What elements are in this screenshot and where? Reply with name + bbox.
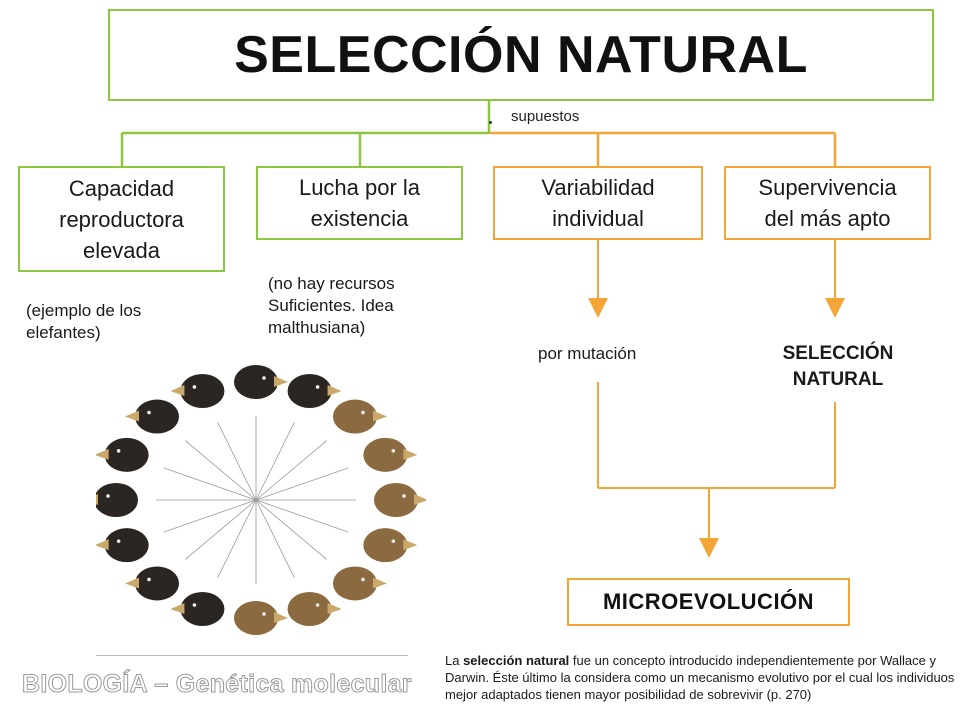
finch-bird	[125, 566, 180, 601]
caption-bold: selección natural	[463, 653, 570, 668]
concept-label: Capacidad reproductora elevada	[59, 175, 184, 263]
radial-line	[163, 467, 257, 501]
concept-capacidad-reproductora: Capacidad reproductora elevada	[18, 166, 225, 272]
branch-dot	[489, 121, 492, 124]
note-seleccion-natural: SELECCIÓN NATURAL	[782, 343, 894, 390]
finch-bird	[170, 592, 225, 627]
finch-bird	[287, 373, 342, 408]
radial-line	[217, 499, 257, 578]
radial-line	[255, 499, 327, 560]
radial-line	[255, 440, 327, 501]
radial-line	[255, 499, 349, 533]
finch-bird	[363, 528, 418, 563]
radial-line	[185, 440, 257, 501]
finch-bird	[96, 437, 149, 472]
concept-label: Supervivencia del más apto	[758, 175, 897, 231]
concept-variabilidad-individual: Variabilidad individual	[493, 166, 703, 240]
finch-bird	[234, 601, 288, 635]
result-microevolucion: MICROEVOLUCIÓN	[567, 578, 850, 626]
finch-birds	[96, 365, 426, 635]
finch-bird	[332, 399, 387, 434]
title-box: SELECCIÓN NATURAL	[108, 9, 934, 101]
radial-line	[185, 499, 257, 560]
figure-baseline	[96, 655, 408, 656]
finch-bird	[374, 483, 426, 517]
finch-bird	[332, 566, 387, 601]
result-label: MICROEVOLUCIÓN	[602, 589, 815, 614]
finch-bird	[125, 399, 180, 434]
concept-supervivencia-apto: Supervivencia del más apto	[724, 166, 931, 240]
caption-post: fue un concepto introducido independient…	[445, 653, 955, 702]
radial-line	[217, 422, 257, 501]
concept-label: Lucha por la existencia	[298, 175, 421, 231]
finch-bird	[363, 437, 418, 472]
caption: La selección natural fue un concepto int…	[445, 652, 955, 703]
radial-line	[255, 422, 295, 501]
finch-bird	[234, 365, 288, 399]
finch-bird	[96, 528, 149, 563]
radial-line	[255, 467, 349, 501]
finch-bird	[287, 592, 342, 627]
radial-line	[163, 499, 257, 533]
finch-bird	[96, 483, 138, 517]
page-title: SELECCIÓN NATURAL	[234, 26, 808, 84]
note-elefantes: (ejemplo de los elefantes)	[26, 301, 142, 342]
note-mutacion: por mutación	[538, 344, 637, 363]
caption-pre: La	[445, 653, 464, 668]
concept-label: Variabilidad individual	[541, 175, 655, 231]
branch-label: supuestos	[511, 108, 580, 125]
radial-line	[255, 499, 295, 578]
footer-course: BIOLOGÍA – Genética molecular	[22, 670, 413, 699]
concept-lucha-existencia: Lucha por la existencia	[256, 166, 463, 240]
note-recursos: (no hay recursos Suficientes. Idea malth…	[268, 274, 395, 337]
radial-lines	[156, 416, 356, 584]
darwin-finches-illustration	[96, 365, 426, 635]
finch-bird	[170, 373, 225, 408]
